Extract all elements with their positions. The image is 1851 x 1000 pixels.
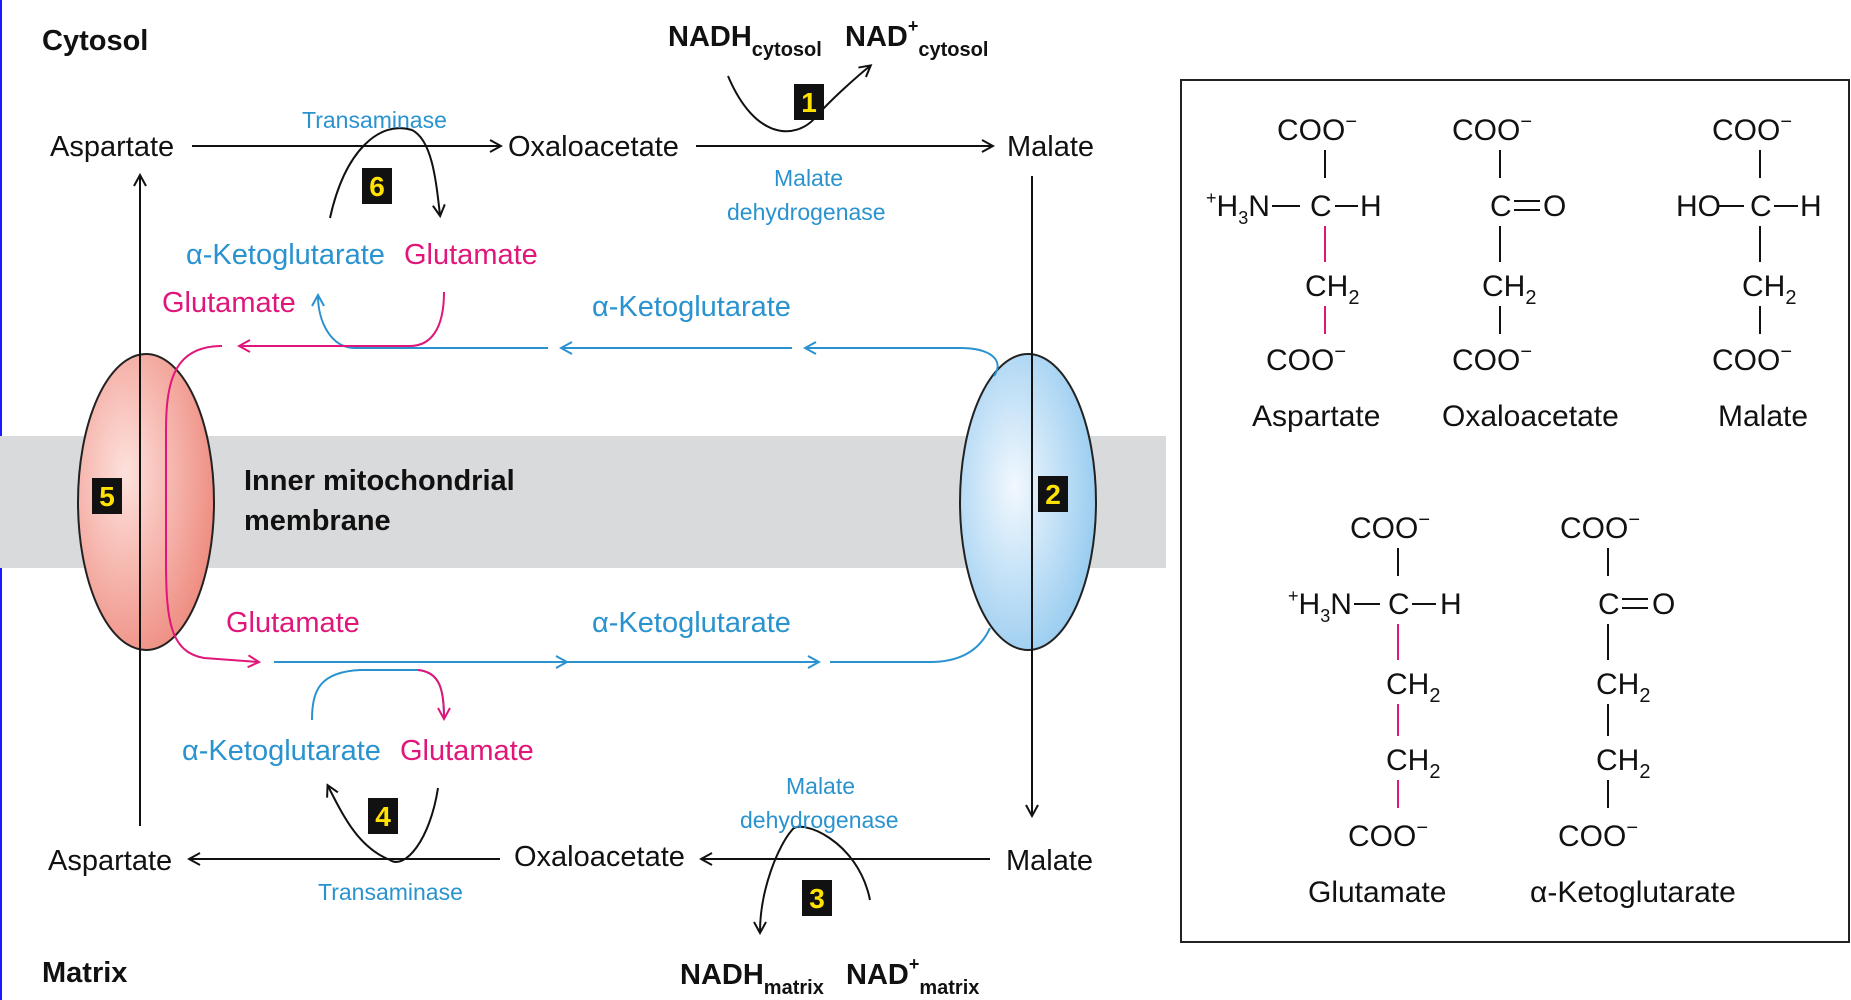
svg-text:H: H [1360, 190, 1382, 223]
nadh-cytosol-curve [727, 66, 870, 133]
svg-text:H: H [1440, 588, 1462, 621]
malate-akg-transporter [959, 353, 1097, 651]
svg-text:C: C [1750, 190, 1772, 223]
transaminase-matrix-curve [328, 786, 439, 863]
svg-text:C: C [1310, 190, 1332, 223]
akg-structure: COO− C O CH2 CH2 COO− α-Ketoglutarate [1530, 509, 1736, 909]
top-akg-label: α-Ketoglutarate [186, 239, 385, 271]
aspartate-name: Aspartate [1252, 400, 1380, 433]
bottom-mdh-line2: dehydrogenase [740, 807, 899, 833]
bottom-aspartate-label: Aspartate [48, 845, 172, 877]
bottom-nad-label: NAD+matrix [846, 954, 979, 999]
svg-text:COO−: COO− [1266, 341, 1346, 377]
svg-text:COO−: COO− [1452, 341, 1532, 377]
top-malate-label: Malate [1007, 131, 1094, 163]
glutamate-name: Glutamate [1308, 876, 1446, 909]
svg-text:1: 1 [801, 87, 817, 118]
membrane-label-line1: Inner mitochondrial [244, 465, 515, 497]
svg-text:COO−: COO− [1560, 509, 1640, 545]
top-oxaloacetate-label: Oxaloacetate [508, 131, 679, 163]
akg-export-arrow-a [806, 348, 999, 377]
bottom-nadh-label: NADHmatrix [680, 959, 824, 999]
svg-text:CH2: CH2 [1386, 668, 1440, 707]
svg-text:6: 6 [369, 171, 385, 202]
matrix-label: Matrix [42, 957, 127, 989]
structures-panel [1180, 79, 1850, 943]
akg-name: α-Ketoglutarate [1530, 876, 1736, 909]
step-badge-6: 6 [362, 168, 392, 204]
akg-matrix-arrow-c [830, 627, 991, 663]
glutamate-import-arrow [165, 345, 258, 662]
svg-text:H: H [1800, 190, 1822, 223]
svg-text:COO−: COO− [1712, 341, 1792, 377]
top-nad-label: NAD+cytosol [845, 16, 988, 61]
svg-text:C: C [1598, 588, 1620, 621]
svg-text:CH2: CH2 [1482, 270, 1536, 309]
top-mdh-line1: Malate [774, 165, 843, 191]
glutamate-matrix-loop-pink [417, 669, 444, 718]
svg-text:4: 4 [375, 801, 391, 832]
bottom-transaminase-label: Transaminase [318, 879, 463, 905]
top-glutamate-left-label: Glutamate [162, 287, 296, 319]
svg-text:CH2: CH2 [1386, 744, 1440, 783]
svg-text:COO−: COO− [1558, 817, 1638, 853]
top-glutamate-label: Glutamate [404, 239, 538, 271]
svg-text:O: O [1652, 588, 1675, 621]
svg-text:COO−: COO− [1452, 111, 1532, 147]
svg-text:CH2: CH2 [1596, 668, 1650, 707]
bottom-glutamate-label: Glutamate [400, 735, 534, 767]
nadh-matrix-curve [760, 825, 871, 932]
transaminase-cytosol-curve [329, 127, 440, 219]
glutamate-structure: COO− +H3N C H CH2 CH2 COO− Glutamate [1288, 509, 1462, 909]
bottom-mdh-line1: Malate [786, 773, 855, 799]
svg-text:COO−: COO− [1712, 111, 1792, 147]
svg-text:COO−: COO− [1350, 509, 1430, 545]
aspartate-glutamate-transporter [77, 353, 215, 651]
membrane-label-line2: membrane [244, 505, 391, 537]
top-nadh-label: NADHcytosol [668, 21, 822, 61]
svg-text:C: C [1490, 190, 1512, 223]
svg-text:2: 2 [1045, 479, 1061, 510]
malate-name: Malate [1718, 400, 1808, 433]
svg-text:COO−: COO− [1348, 817, 1428, 853]
top-transaminase-label: Transaminase [302, 107, 447, 133]
step-badge-3: 3 [802, 880, 832, 916]
svg-text:CH2: CH2 [1596, 744, 1650, 783]
svg-text:+H3N: +H3N [1288, 586, 1352, 626]
svg-text:CH2: CH2 [1305, 270, 1359, 309]
step-badge-5: 5 [92, 478, 122, 514]
top-aspartate-label: Aspartate [50, 131, 174, 163]
bottom-oxaloacetate-label: Oxaloacetate [514, 841, 685, 873]
glutamate-to-transporter-arrow [240, 291, 445, 346]
bottom-malate-label: Malate [1006, 845, 1093, 877]
step-badge-2: 2 [1038, 476, 1068, 512]
step-badge-1: 1 [794, 84, 824, 120]
svg-text:C: C [1388, 588, 1410, 621]
svg-text:O: O [1543, 190, 1566, 223]
svg-text:COO−: COO− [1277, 111, 1357, 147]
cytosol-label: Cytosol [42, 25, 148, 57]
akg-lower-label: α-Ketoglutarate [592, 607, 791, 639]
oxaloacetate-name: Oxaloacetate [1442, 400, 1619, 433]
oxaloacetate-structure: COO− C O CH2 COO− Oxaloacetate [1442, 111, 1619, 433]
akg-export-arrow-c [318, 296, 548, 349]
svg-text:5: 5 [99, 481, 115, 512]
svg-text:CH2: CH2 [1742, 270, 1796, 309]
step-badge-4: 4 [368, 798, 398, 834]
svg-text:3: 3 [809, 883, 825, 914]
svg-text:+H3N: +H3N [1206, 188, 1270, 228]
bottom-akg-label: α-Ketoglutarate [182, 735, 381, 767]
akg-upper-label: α-Ketoglutarate [592, 291, 791, 323]
akg-matrix-loop-blue [311, 669, 445, 721]
top-mdh-line2: dehydrogenase [727, 199, 886, 225]
glutamate-lower-label: Glutamate [226, 607, 360, 639]
svg-text:HO: HO [1676, 190, 1721, 223]
malate-structure: COO− HO C H CH2 COO− Malate [1676, 111, 1822, 433]
aspartate-structure: COO− +H3N C H CH2 COO− Aspartate [1206, 111, 1382, 433]
